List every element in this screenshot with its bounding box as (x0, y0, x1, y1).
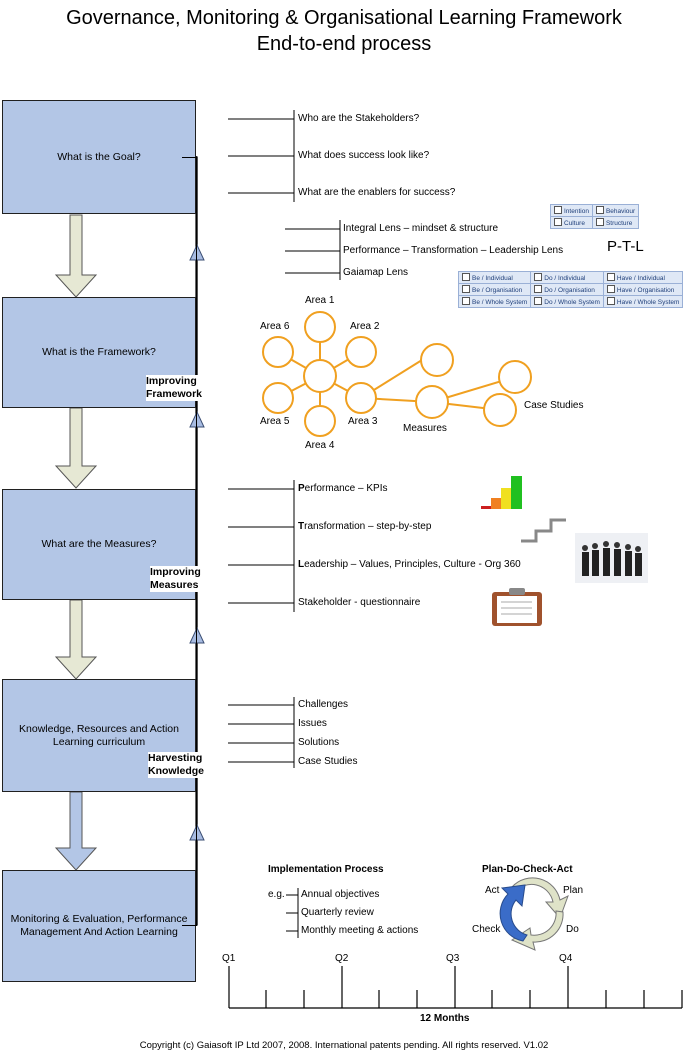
gaiamap-diagram (262, 311, 532, 437)
page-title: Governance, Monitoring & Organisational … (66, 7, 622, 29)
pdca-cycle-icon (499, 877, 569, 951)
gaiamap-cell[interactable]: Have / Individual (602, 271, 684, 284)
pdca-check-label: Check (472, 924, 501, 935)
measure-item: Stakeholder - questionnaire (298, 597, 421, 608)
implementation-title: Implementation Process (268, 864, 384, 875)
goal-bracket (228, 110, 295, 202)
improving-measures-label: Improving Measures (150, 566, 201, 592)
area-label: Area 2 (350, 321, 380, 332)
area-2-circle (345, 336, 377, 368)
measure-item: Transformation – step-by-step (298, 521, 432, 532)
goal-loop-connector (182, 157, 197, 158)
measure-circle (420, 343, 454, 377)
down-arrow-icon (54, 599, 98, 680)
steps-icon (521, 518, 566, 543)
gaiamap-cell[interactable]: Be / Organisation (457, 283, 532, 296)
measures-label: Measures (403, 423, 447, 434)
measure-circle (415, 385, 449, 419)
area-label: Area 4 (305, 440, 335, 451)
implementation-eg: e.g. (268, 889, 285, 900)
up-triangle-icon (189, 823, 205, 841)
goal-box[interactable]: What is the Goal? (2, 100, 196, 214)
measures-bracket (228, 480, 295, 612)
area-label: Area 3 (348, 416, 378, 427)
leadership-team-icon (575, 533, 648, 583)
gaiamap-cell[interactable]: Have / Whole System (602, 295, 684, 308)
page-subtitle: End-to-end process (256, 33, 432, 55)
gaiamap-cell[interactable]: Do / Organisation (530, 283, 604, 296)
integral-cell[interactable]: Intention (550, 204, 593, 217)
area-4-circle (304, 405, 336, 437)
knowledge-item: Case Studies (298, 756, 358, 767)
gaiamap-cell[interactable]: Be / Individual (457, 271, 532, 284)
monitoring-connector (182, 925, 197, 926)
implementation-item: Quarterly review (301, 907, 374, 918)
down-arrow-icon (54, 214, 98, 298)
quarter-label: Q4 (559, 953, 573, 964)
gaiamap-cell[interactable]: Have / Organisation (602, 283, 684, 296)
up-triangle-icon (189, 410, 205, 428)
measure-item: Performance – KPIs (298, 483, 388, 494)
improving-framework-label: Improving Framework (146, 375, 203, 401)
knowledge-item: Challenges (298, 699, 349, 710)
knowledge-bracket (228, 697, 295, 768)
case-circle (483, 393, 517, 427)
goal-item: Who are the Stakeholders? (298, 113, 420, 124)
goal-item: What does success look like? (298, 150, 430, 161)
area-label: Area 5 (260, 416, 290, 427)
ptl-label: P-T-L (607, 238, 644, 255)
lens-item: Integral Lens – mindset & structure (343, 223, 499, 234)
implementation-item: Annual objectives (301, 889, 380, 900)
up-triangle-icon (189, 626, 205, 644)
lens-item: Performance – Transformation – Leadershi… (343, 245, 564, 256)
pdca-do-label: Do (566, 924, 579, 935)
pdca-plan-label: Plan (563, 885, 584, 896)
case-circle (498, 360, 532, 394)
knowledge-item: Solutions (298, 737, 340, 748)
knowledge-box[interactable]: Knowledge, Resources and Action Learning… (2, 679, 196, 792)
area-3-circle (345, 382, 377, 414)
integral-cell[interactable]: Culture (550, 216, 593, 229)
clipboard-icon (492, 588, 542, 626)
timeline-label: 12 Months (420, 1013, 470, 1024)
feedback-loop-vertical (196, 157, 197, 925)
area-label: Area 1 (305, 295, 335, 306)
implementation-bracket (286, 888, 299, 938)
knowledge-item: Issues (298, 718, 327, 729)
pdca-act-label: Act (485, 885, 500, 896)
implementation-item: Monthly meeting & actions (301, 925, 419, 936)
area-5-circle (262, 382, 294, 414)
pdca-title: Plan-Do-Check-Act (482, 864, 573, 875)
quarter-label: Q2 (335, 953, 349, 964)
area-1-circle (304, 311, 336, 343)
gaiamap-cell[interactable]: Do / Whole System (530, 295, 604, 308)
lens-bracket (285, 220, 341, 280)
goal-item: What are the enablers for success? (298, 187, 456, 198)
case-studies-label: Case Studies (524, 400, 584, 411)
copyright-text: Copyright (c) Gaiasoft IP Ltd 2007, 2008… (139, 1040, 549, 1051)
down-arrow-icon (54, 791, 98, 871)
lens-item: Gaiamap Lens (343, 267, 409, 278)
area-6-circle (262, 336, 294, 368)
up-triangle-icon (189, 243, 205, 261)
integral-cell[interactable]: Structure (591, 216, 640, 229)
kpi-bars-icon (481, 476, 522, 509)
measure-item: Leadership – Values, Principles, Culture… (298, 559, 521, 570)
quarter-label: Q3 (446, 953, 460, 964)
gaiamap-cell[interactable]: Do / Individual (530, 271, 604, 284)
integral-cell[interactable]: Behaviour (591, 204, 640, 217)
harvesting-knowledge-label: Harvesting Knowledge (148, 752, 205, 778)
center-circle (303, 359, 337, 393)
quarter-label: Q1 (222, 953, 236, 964)
area-label: Area 6 (260, 321, 290, 332)
monitoring-box[interactable]: Monitoring & Evaluation, Performance Man… (2, 870, 196, 982)
down-arrow-icon (54, 407, 98, 489)
gaiamap-cell[interactable]: Be / Whole System (457, 295, 532, 308)
timeline (228, 966, 683, 1009)
